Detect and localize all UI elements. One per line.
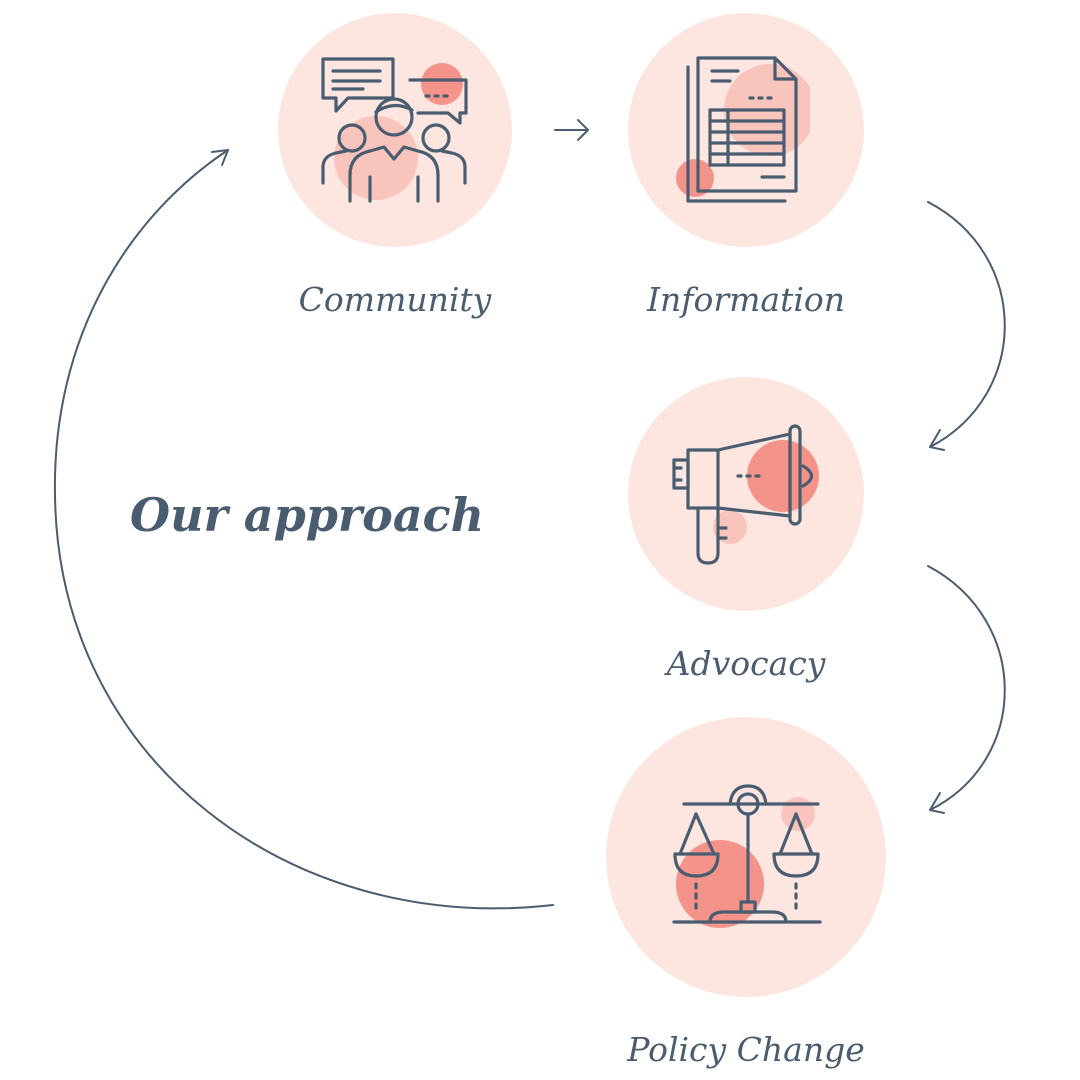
advocacy-circle xyxy=(628,377,864,611)
arrow-policy-to-community xyxy=(53,149,554,910)
arrow-community-to-information xyxy=(554,119,589,141)
document-icon xyxy=(676,56,810,203)
arrow-advocacy-to-policy xyxy=(927,565,1006,814)
scales-icon xyxy=(672,784,822,928)
community-icon xyxy=(321,57,468,203)
diagram-title: Our approach xyxy=(130,488,485,542)
advocacy-label: Advocacy xyxy=(666,644,826,683)
information-label: Information xyxy=(646,280,846,319)
arrow-information-to-advocacy xyxy=(927,201,1006,451)
megaphone-icon xyxy=(672,424,819,565)
community-label: Community xyxy=(298,280,492,319)
policy-change-label: Policy Change xyxy=(627,1030,865,1069)
